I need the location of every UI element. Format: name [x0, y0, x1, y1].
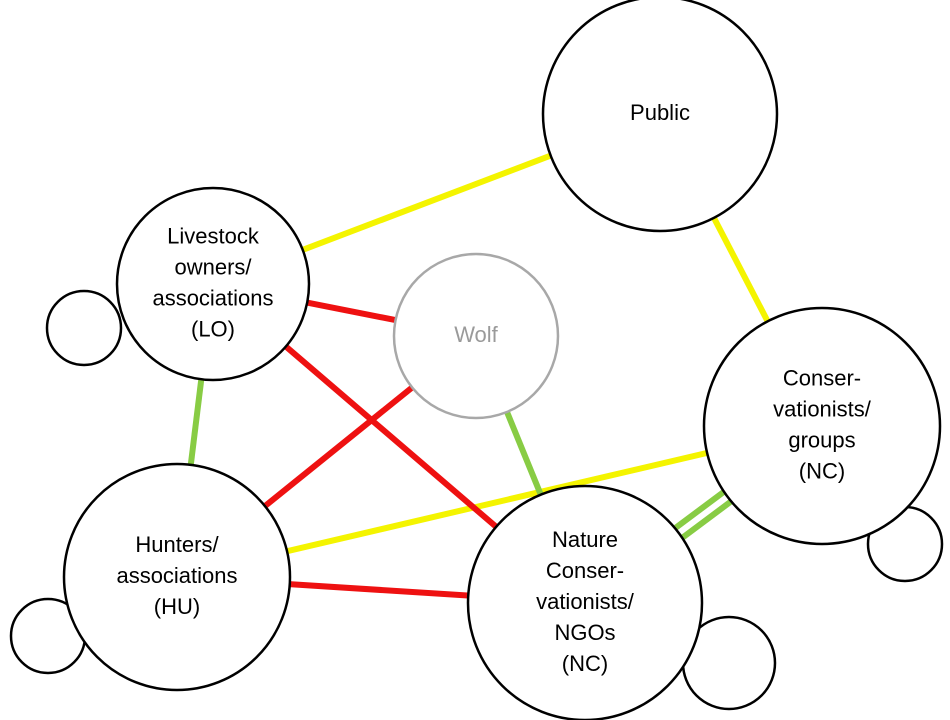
node-livestock-label-line-3: associations	[152, 285, 273, 310]
node-public: Public	[541, 0, 779, 233]
node-livestock-circle	[115, 186, 311, 382]
node-hunters-label-line-1: Hunters/	[135, 532, 219, 557]
node-hunters: Hunters/associations (HU)	[62, 462, 292, 692]
node-conservationists-label-line-4: (NC)	[799, 458, 845, 483]
node-livestock-label-line-4: (LO)	[191, 316, 235, 341]
node-livestock-label-line-2: owners/	[174, 254, 252, 279]
livestock-satellite-circle	[45, 289, 123, 367]
node-nature-label-line-2: Conser-	[546, 558, 624, 583]
node-conservationists-label-line-3: groups	[788, 427, 855, 452]
node-nature-circle	[466, 484, 704, 720]
node-wolf: Wolf	[392, 252, 560, 420]
node-hunters-label-line-3: (HU)	[154, 594, 200, 619]
node-wolf-label-line-1: Wolf	[454, 322, 498, 347]
node-nature-label-line-4: NGOs	[554, 620, 615, 645]
node-nature-label-line-3: vationists/	[536, 589, 635, 614]
node-hunters-circle	[62, 462, 292, 692]
node-hunters-label-line-2: associations	[116, 563, 237, 588]
node-conservationists-label-line-1: Conser-	[783, 365, 861, 390]
node-conservationists: Conser-vationists/groups (NC)	[702, 306, 942, 546]
node-nature-label-line-1: Nature	[552, 527, 618, 552]
node-livestock: Livestock owners/associations (LO)	[115, 186, 311, 382]
node-public-label-line-1: Public	[630, 100, 690, 125]
node-public-circle	[541, 0, 779, 233]
node-conservationists-label-line-2: vationists/	[773, 396, 872, 421]
node-conservationists-circle	[702, 306, 942, 546]
node-livestock-label-line-1: Livestock	[167, 223, 260, 248]
node-nature-label-line-5: (NC)	[562, 651, 608, 676]
node-wolf-circle	[392, 252, 560, 420]
